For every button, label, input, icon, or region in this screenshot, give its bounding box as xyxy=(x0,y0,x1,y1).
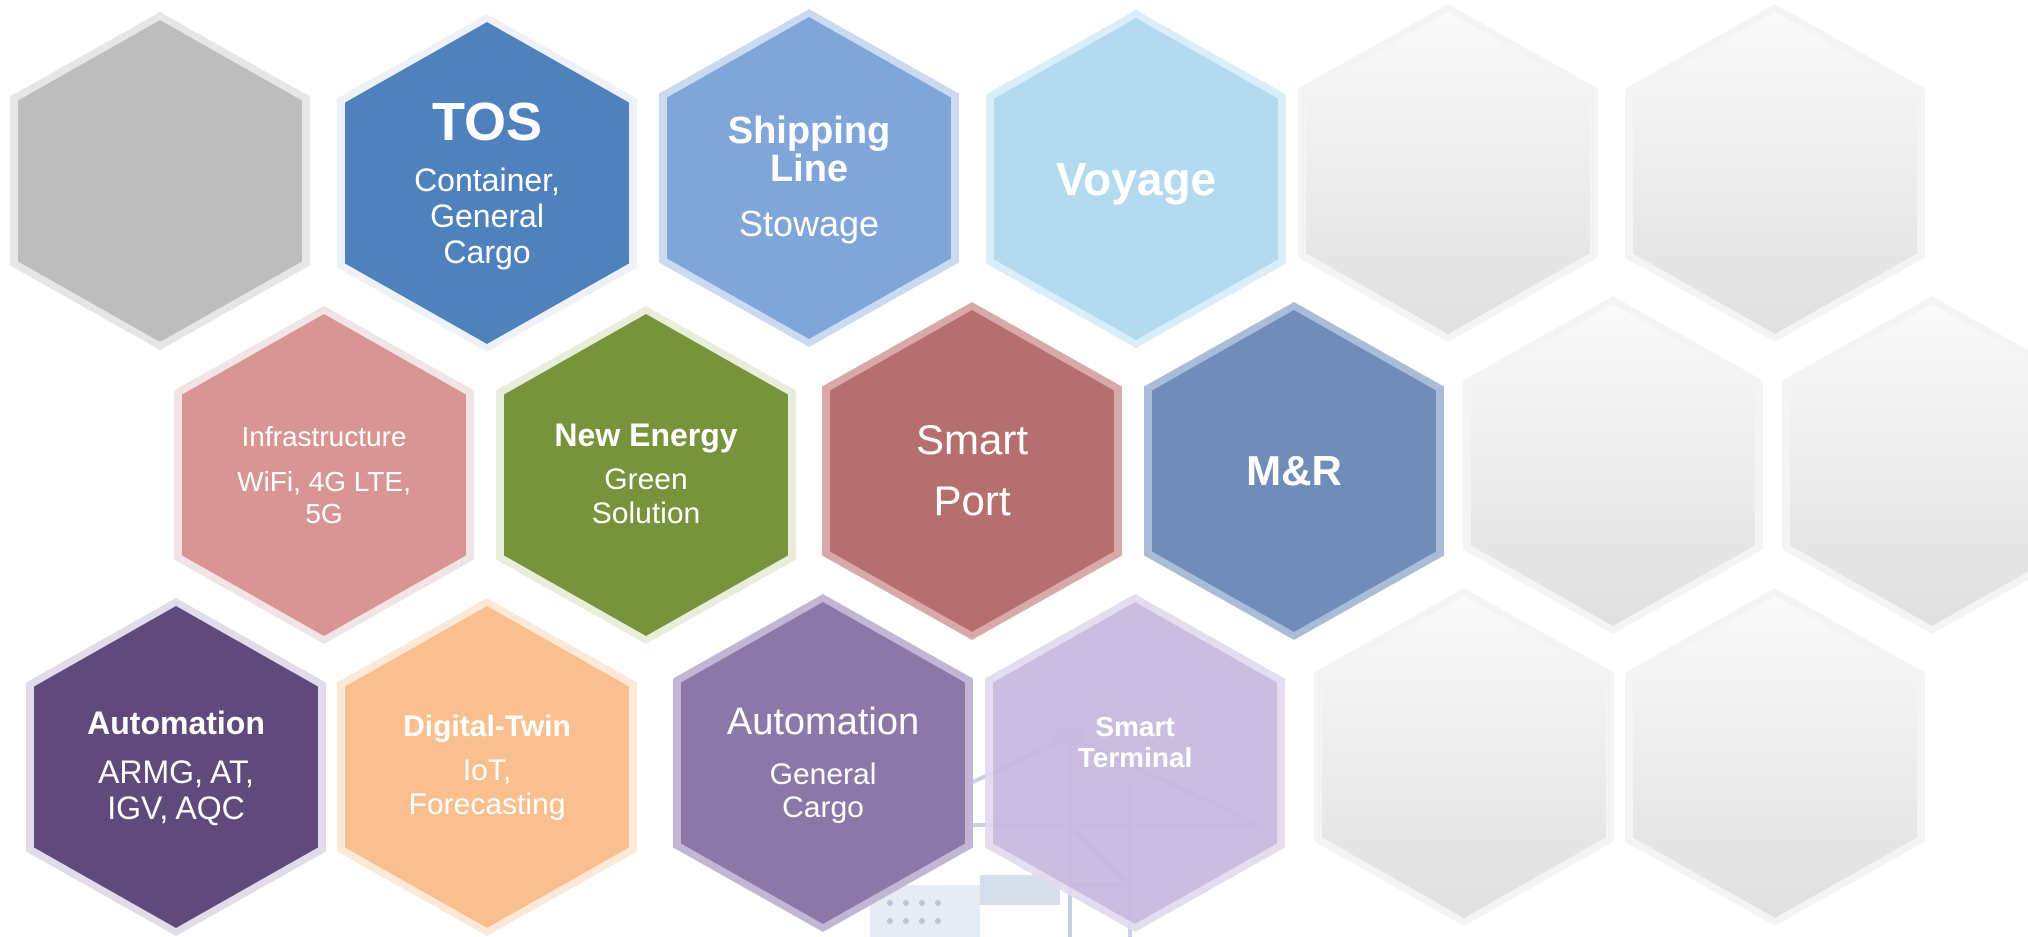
hex-blank-silver-3 xyxy=(1463,296,1763,634)
hex-blank-silver-6 xyxy=(1625,588,1925,926)
hex-blank-silver-5 xyxy=(1314,588,1614,926)
hex-automation-armg-title: Automation xyxy=(87,705,265,742)
hex-shipping-line-subtitle: Stowage xyxy=(738,202,880,244)
hex-smart-terminal-title: Smart Terminal xyxy=(1077,711,1193,773)
hex-tos-title: TOS xyxy=(431,92,543,153)
hex-shipping-line: Shipping Line Stowage xyxy=(659,9,959,347)
hex-digital-twin-subtitle: IoT, Forecasting xyxy=(408,754,566,821)
hex-new-energy-subtitle: Green Solution xyxy=(591,463,701,530)
hex-mr-title: M&R xyxy=(1246,447,1342,494)
hex-new-energy: New Energy Green Solution xyxy=(496,306,796,644)
hex-blank-silver-1 xyxy=(1298,4,1598,342)
hex-blank-silver-4 xyxy=(1782,296,2028,634)
hex-tos: TOS Container, General Cargo xyxy=(337,14,637,352)
hex-tos-subtitle: Container, General Cargo xyxy=(414,162,560,270)
hex-infrastructure: Infrastructure WiFi, 4G LTE, 5G xyxy=(174,306,474,644)
hex-new-energy-title: New Energy xyxy=(554,417,738,454)
hex-infrastructure-title: Infrastructure xyxy=(241,420,407,452)
hex-voyage-title: Voyage xyxy=(1055,153,1217,205)
hex-digital-twin: Digital-Twin IoT, Forecasting xyxy=(337,598,637,936)
hex-blank-gray xyxy=(10,12,310,350)
hex-automation-armg-subtitle: ARMG, AT, IGV, AQC xyxy=(98,754,254,826)
hex-smart-port: Smart Port xyxy=(822,302,1122,640)
hex-blank-silver-2 xyxy=(1625,4,1925,342)
hex-digital-twin-title: Digital-Twin xyxy=(403,710,571,744)
hex-infrastructure-subtitle: WiFi, 4G LTE, 5G xyxy=(237,466,411,529)
hex-smart-port-title: Smart Port xyxy=(916,416,1029,524)
hex-mr: M&R xyxy=(1144,302,1444,640)
hex-voyage: Voyage xyxy=(986,10,1286,348)
hex-automation-armg: Automation ARMG, AT, IGV, AQC xyxy=(26,598,326,936)
hex-automation-general-title: Automation xyxy=(726,701,920,744)
hex-automation-general-subtitle: General Cargo xyxy=(769,757,877,825)
hex-shipping-line-title: Shipping Line xyxy=(727,109,891,190)
